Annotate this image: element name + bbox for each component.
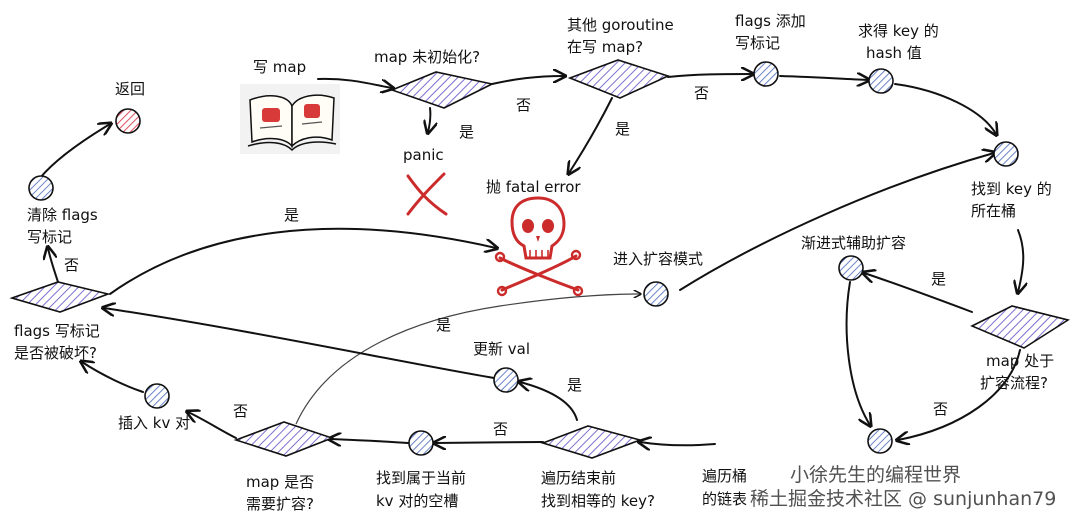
label-find-slot-1: 找到属于当前 (376, 469, 466, 487)
edge-loopend-yes-update (520, 382, 578, 421)
edge-needgrow-no-insert (188, 412, 237, 439)
label-return: 返回 (115, 80, 145, 98)
decision-map-growing (970, 305, 1071, 349)
label-yes-loop: 是 (567, 376, 582, 394)
watermark: 小徐先生的编程世界 稀土掘金技术社区 @ sunjunhan79 (750, 464, 1056, 510)
label-no-needgrow: 否 (233, 402, 248, 420)
label-clear-flags-1: 清除 flags (27, 206, 98, 224)
label-loop-end-2: 找到相等的 key? (541, 492, 655, 510)
close-icon (406, 172, 448, 216)
watermark-line-2: 稀土掘金技术社区 @ sunjunhan79 (750, 488, 1056, 510)
label-panic: panic (403, 146, 444, 164)
edge-init-no-goroutine (491, 76, 564, 85)
label-throw-fatal: 抛 fatal error (486, 178, 581, 196)
edge-insert-to-flagsbroken (82, 362, 144, 393)
edge-needgrow-yes-entergrow (295, 294, 640, 425)
label-flags-add: flags 添加 (735, 12, 806, 30)
edge-update-to-flagsbroken (104, 308, 495, 379)
edge-flags-to-hash (779, 76, 868, 80)
label-write-flag: 写标记 (735, 34, 780, 52)
label-no-init: 否 (516, 96, 531, 114)
edge-goroutine-no-flags (667, 74, 752, 77)
label-yes-flags: 是 (284, 206, 299, 224)
edge-flagsbroken-no-clear (48, 248, 59, 283)
edge-growing-yes-incremental (864, 273, 973, 313)
book-icon (240, 84, 340, 154)
label-writing-map: 在写 map? (567, 38, 643, 56)
label-iterate-bucket-2: 的链表 (702, 490, 747, 508)
watermark-line-1: 小徐先生的编程世界 (790, 464, 961, 486)
edge-incremental-to-iterate (845, 281, 870, 425)
label-flags-broken-1: flags 写标记 (14, 322, 100, 340)
edge-flagsbroken-yes-fatal (109, 227, 496, 295)
step-calc-hash (868, 68, 894, 94)
label-incremental: 渐进式辅助扩容 (801, 234, 906, 252)
step-find-empty-slot (408, 430, 434, 456)
step-incremental-grow (838, 255, 864, 281)
edge-bucket-to-growing (1018, 229, 1023, 292)
label-find-bucket-1: 找到 key 的 (971, 180, 1052, 198)
decision-map-initialized (389, 71, 495, 109)
edge-slot-to-needgrow (330, 439, 409, 443)
label-no-flags: 否 (64, 256, 79, 274)
label-insert-kv: 插入 kv 对 (118, 414, 190, 432)
edge-goroutine-yes-fatal (569, 97, 613, 173)
step-flags-add-write (753, 61, 779, 87)
decision-map-needs-grow (233, 421, 335, 457)
label-enter-grow: 进入扩容模式 (613, 250, 703, 268)
label-iterate-bucket-1: 遍历桶 (702, 467, 747, 485)
step-update-val (493, 367, 519, 393)
label-flags-broken-2: 是否被破坏? (14, 344, 97, 362)
step-iterate-bucket (867, 428, 893, 454)
step-insert-kv (144, 383, 170, 409)
label-no-goroutine: 否 (694, 84, 709, 102)
decision-flags-broken (9, 281, 111, 313)
label-update-val: 更新 val (473, 340, 530, 358)
skull-icon (494, 196, 584, 297)
edge-write-to-init (317, 77, 392, 88)
step-return (115, 108, 141, 134)
label-find-slot-2: kv 对的空槽 (376, 492, 458, 510)
label-yes-needgrow: 是 (436, 316, 451, 334)
step-find-bucket (993, 141, 1019, 167)
label-loop-end-1: 遍历结束前 (541, 469, 616, 487)
edge-iterate-to-loopend (640, 442, 716, 445)
label-no-growing: 否 (933, 400, 948, 418)
label-other-goroutine: 其他 goroutine (567, 16, 674, 34)
edge-growing-no-iterate (898, 349, 1021, 440)
label-yes-panic: 是 (459, 123, 474, 141)
label-map-growing-2: 扩容流程? (980, 374, 1048, 392)
label-need-grow-1: map 是否 (246, 473, 314, 491)
edge-clear-to-return (39, 124, 110, 179)
label-find-bucket-2: 所在桶 (971, 202, 1016, 220)
label-write-map: 写 map (253, 58, 306, 76)
label-yes-goroutine: 是 (615, 120, 630, 138)
label-map-init: map 未初始化? (374, 48, 480, 66)
label-no-loop: 否 (493, 420, 508, 438)
edge-hash-to-bucket (894, 83, 996, 134)
label-clear-flags-2: 写标记 (27, 228, 72, 246)
step-clear-flags (28, 175, 54, 201)
edge-loopend-no-slot (435, 442, 544, 443)
label-calc-hash-2: hash 值 (866, 44, 922, 62)
decision-other-goroutine-writing (567, 59, 671, 99)
label-map-growing-1: map 处于 (986, 352, 1054, 370)
label-calc-hash-1: 求得 key 的 (858, 22, 939, 40)
decision-loop-found-equal-key (540, 425, 643, 459)
label-need-grow-2: 需要扩容? (246, 495, 314, 513)
edge-entergrow-to-bucket (679, 153, 994, 291)
step-enter-grow (643, 281, 669, 307)
edge-init-yes-panic (428, 107, 430, 132)
label-yes-growing: 是 (931, 270, 946, 288)
